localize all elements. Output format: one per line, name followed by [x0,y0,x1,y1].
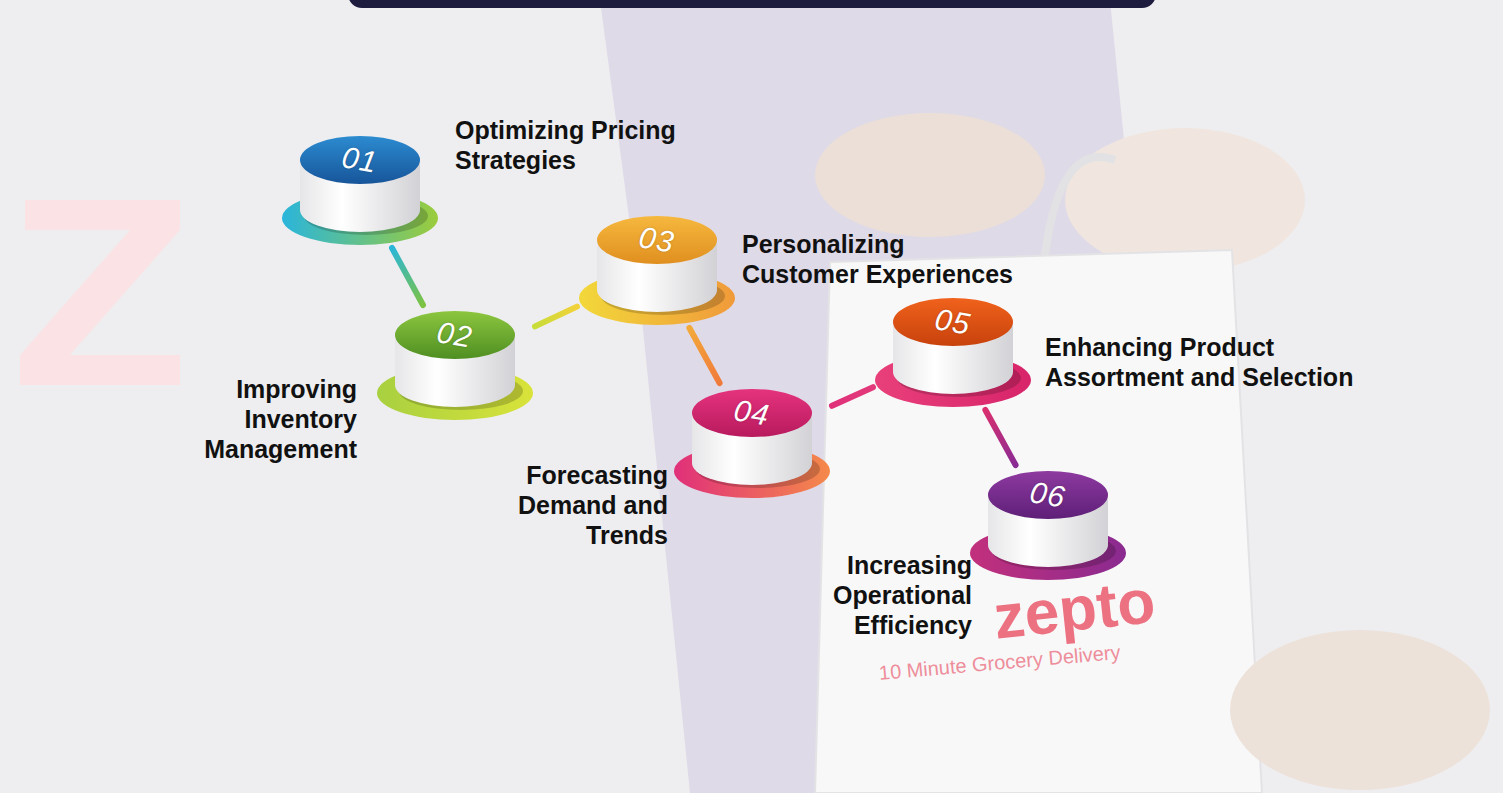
step-number: 03 [636,219,677,261]
step-label: Enhancing Product Assortment and Selecti… [1045,332,1367,392]
logo-watermark [20,200,180,385]
step-label: Forecasting Demand and Trends [496,460,668,550]
hand [815,113,1045,237]
cylinder-step: 05Enhancing Product Assortment and Selec… [873,292,1033,410]
step-label: Personalizing Customer Experiences [742,229,1021,289]
step-number: 04 [731,392,772,434]
grocery-bag [815,250,1262,793]
cylinder-top [893,298,1013,346]
cylinder-top [988,471,1108,519]
step-number: 05 [932,301,973,343]
connector-line [535,307,577,327]
cylinder-step: 06Increasing Operational Efficiency [968,465,1128,583]
step-number: 06 [1027,474,1068,516]
bag-handle [1045,157,1115,255]
step-number: 01 [339,139,380,181]
header-bar [348,0,1156,8]
cylinder-step: 03Personalizing Customer Experiences [577,210,737,328]
connector-line [832,387,873,406]
hand [1065,128,1305,272]
connector-line [392,248,423,305]
cylinder-top [597,216,717,264]
cylinder-step: 02Improving Inventory Management [375,305,535,423]
hand [1230,630,1490,790]
connector-line [985,410,1015,465]
connector-line [689,328,719,383]
step-label: Improving Inventory Management [185,374,357,464]
cylinder-top [395,311,515,359]
step-label: Optimizing Pricing Strategies [455,115,705,175]
cylinder-top [300,136,420,184]
cylinder-step: 04Forecasting Demand and Trends [672,383,832,501]
step-label: Increasing Operational Efficiency [810,550,972,640]
step-number: 02 [434,314,475,356]
cylinder-top [692,389,812,437]
cylinder-step: 01Optimizing Pricing Strategies [280,130,440,248]
